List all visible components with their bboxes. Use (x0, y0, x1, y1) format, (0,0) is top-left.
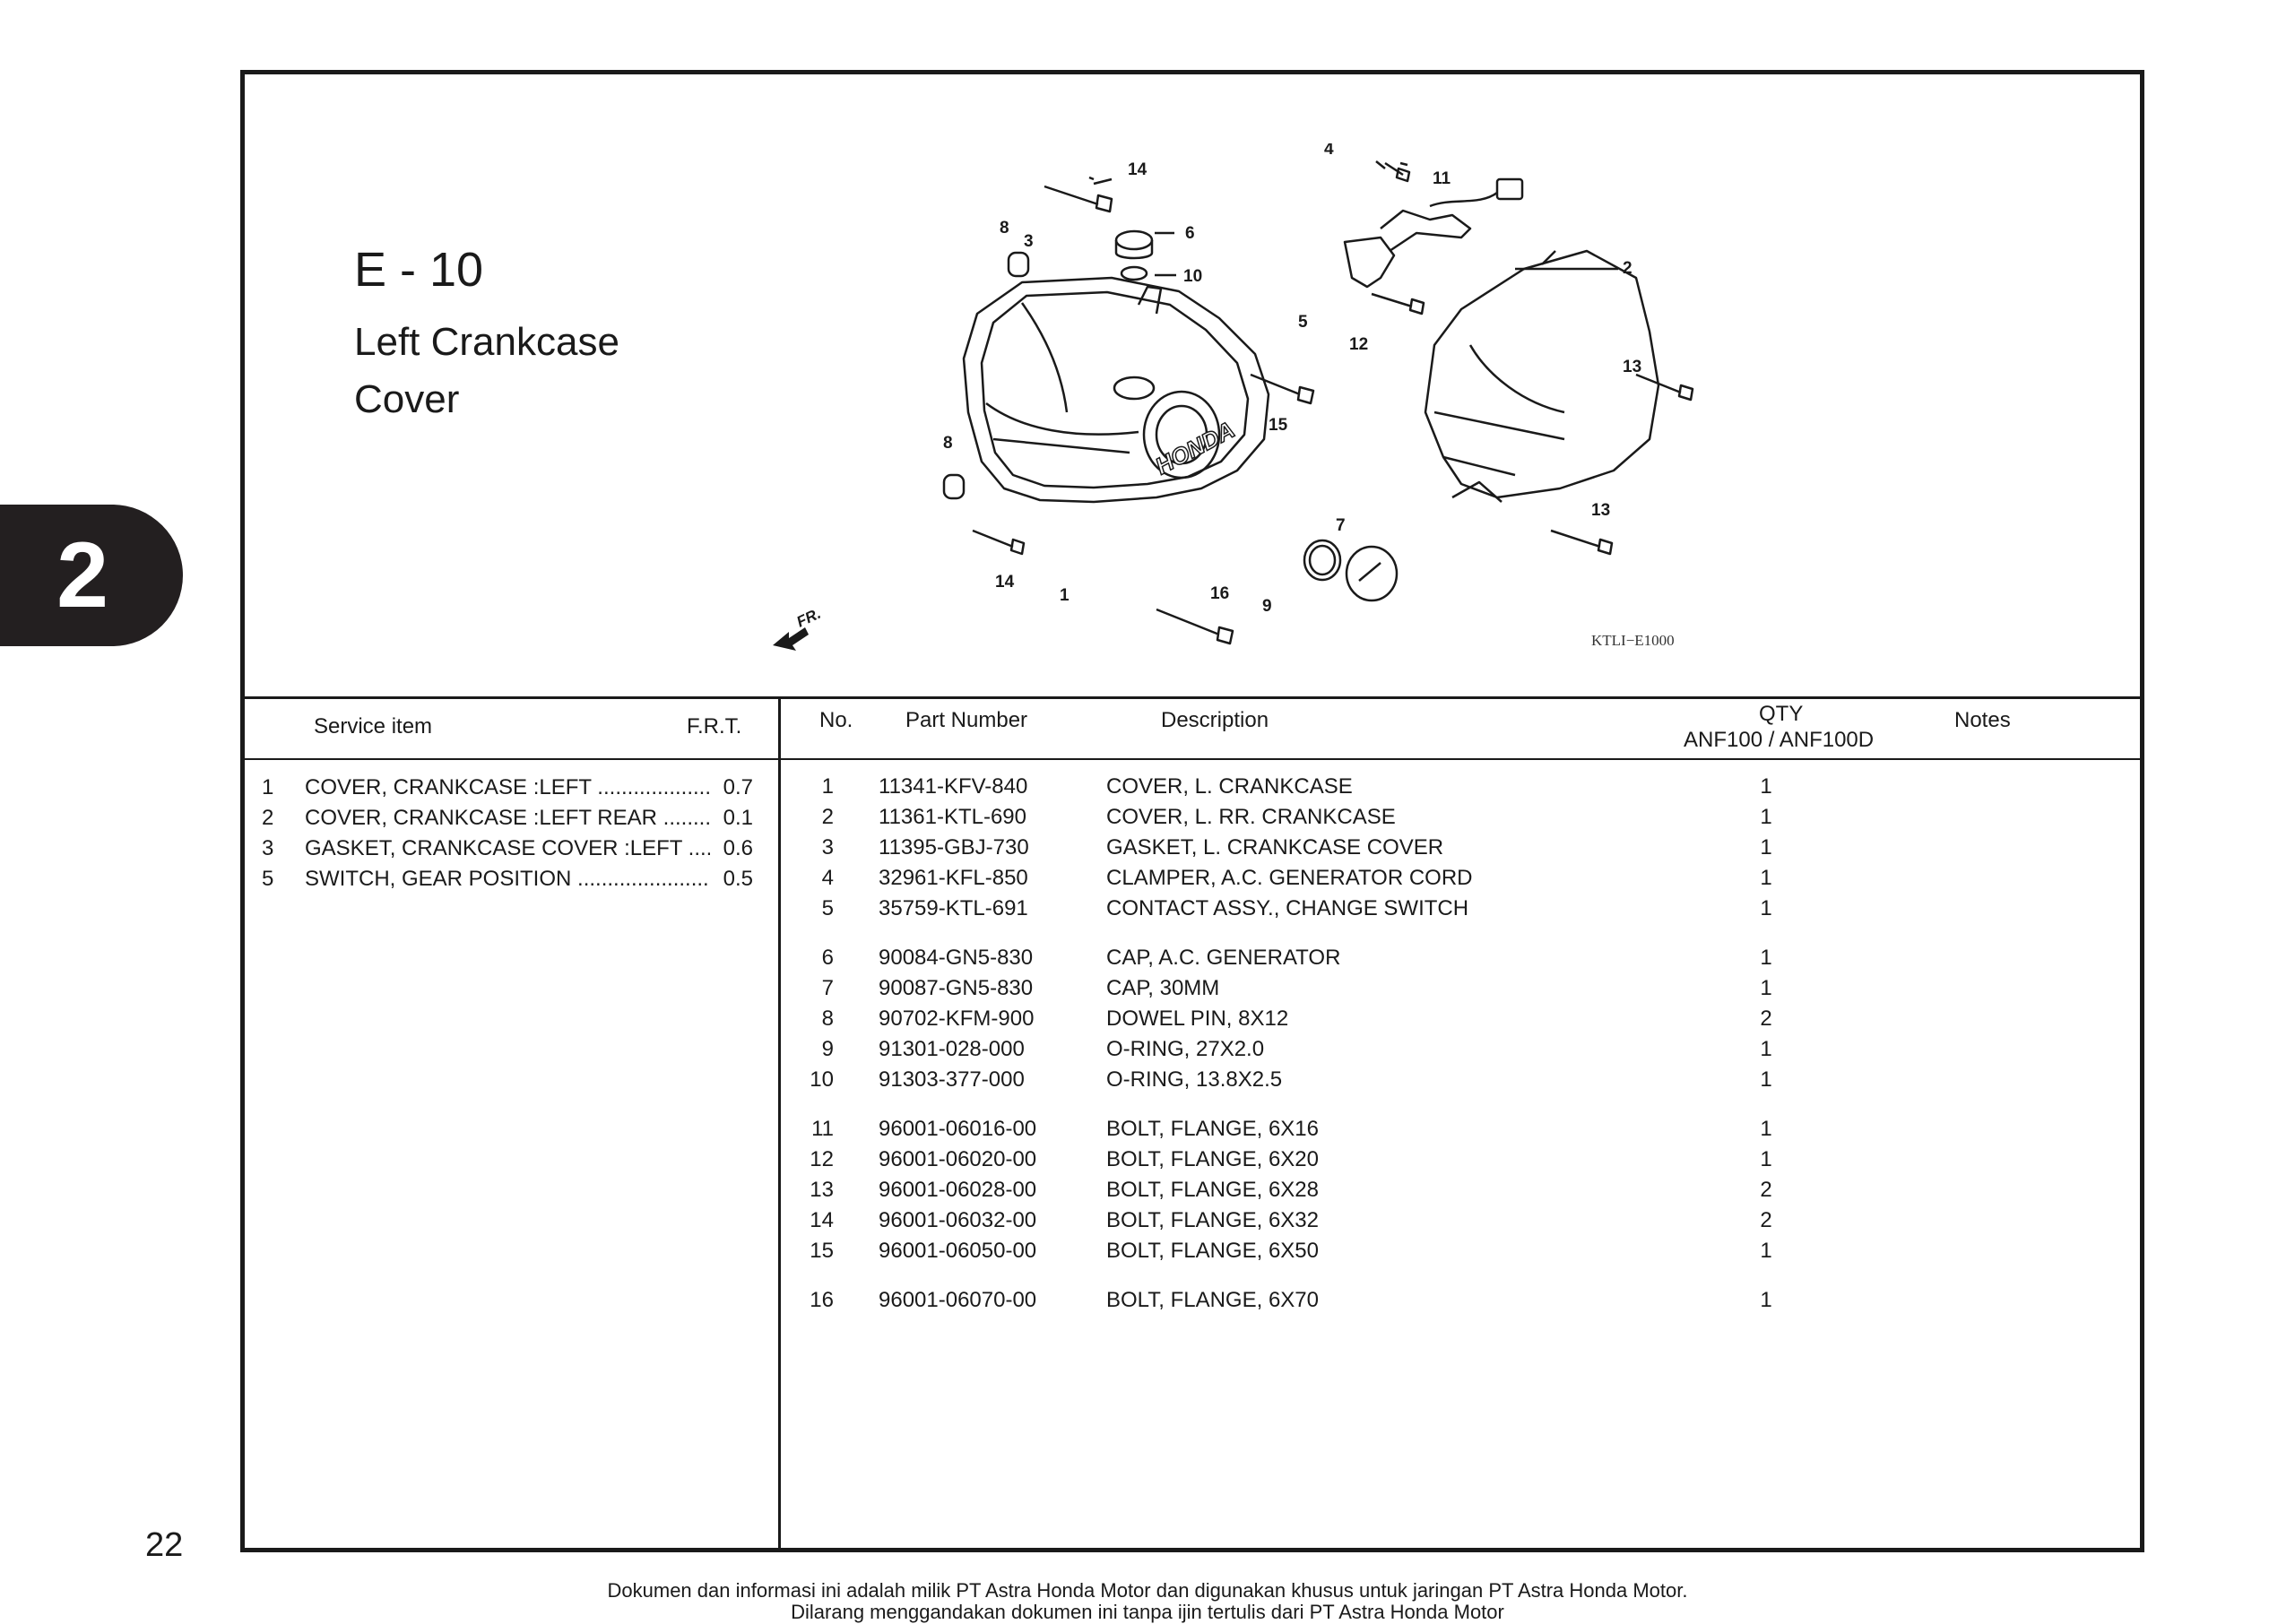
callout-15: 15 (1269, 416, 1288, 435)
callout-10: 10 (1183, 267, 1202, 286)
front-arrow-icon (773, 627, 809, 651)
qty-models-header: ANF100 / ANF100D (1684, 728, 1875, 752)
service-row: 1 COVER, CRANKCASE :LEFT 0.7 (262, 773, 753, 803)
table-header-rule (243, 758, 2142, 760)
callout-14a: 14 (1128, 160, 1148, 179)
service-row: 3 GASKET, CRANKCASE COVER :LEFT 0.6 (262, 834, 753, 864)
frt-header: F.R.T. (687, 714, 742, 739)
page-title: Left Crankcase Cover (354, 314, 619, 428)
footer-line-2: Dilarang menggandakan dokumen ini tanpa … (791, 1601, 1504, 1623)
brand-mark: HONDA (1151, 416, 1239, 479)
callout-11: 11 (1433, 169, 1451, 188)
no-header: No. (819, 708, 853, 732)
page-code: E - 10 (354, 243, 484, 297)
notes-header: Notes (1954, 708, 2011, 732)
callout-9: 9 (1262, 597, 1272, 616)
callout-12: 12 (1349, 335, 1368, 354)
callout-8a: 8 (1000, 219, 1009, 238)
page-title-line-1: Left Crankcase (354, 320, 619, 364)
front-direction-label: FR. (794, 605, 824, 631)
exploded-parts-diagram: HONDA 14 8 3 6 10 4 11 2 5 12 13 15 8 13… (773, 143, 1694, 651)
callout-16: 16 (1210, 584, 1229, 603)
footer-line-1: Dokumen dan informasi ini adalah milik P… (607, 1579, 1688, 1602)
table-divider (778, 697, 781, 1549)
callout-6: 6 (1185, 224, 1195, 243)
callout-7: 7 (1336, 516, 1346, 535)
table-top-rule (243, 696, 2142, 699)
callout-2: 2 (1623, 259, 1632, 278)
page-frame (240, 70, 2144, 1552)
qty-header: QTY (1759, 702, 1804, 726)
callout-4: 4 (1324, 143, 1334, 159)
callout-5: 5 (1298, 313, 1308, 332)
description-header: Description (1161, 708, 1269, 732)
page-number: 22 (145, 1526, 184, 1564)
service-row: 5 SWITCH, GEAR POSITION 0.5 (262, 864, 753, 894)
callout-3: 3 (1024, 232, 1034, 251)
service-row: 2 COVER, CRANKCASE :LEFT REAR 0.1 (262, 803, 753, 834)
diagram-reference-code: KTLI−E1000 (1591, 632, 1675, 649)
part-number-header: Part Number (905, 708, 1028, 732)
service-item-header: Service item (314, 714, 433, 739)
callout-8b: 8 (943, 434, 953, 453)
callout-14b: 14 (995, 573, 1015, 592)
section-tab: 2 (0, 505, 183, 646)
callout-13b: 13 (1591, 501, 1610, 520)
callout-13a: 13 (1623, 358, 1641, 376)
callout-1: 1 (1060, 586, 1070, 605)
page-title-line-2: Cover (354, 377, 460, 421)
